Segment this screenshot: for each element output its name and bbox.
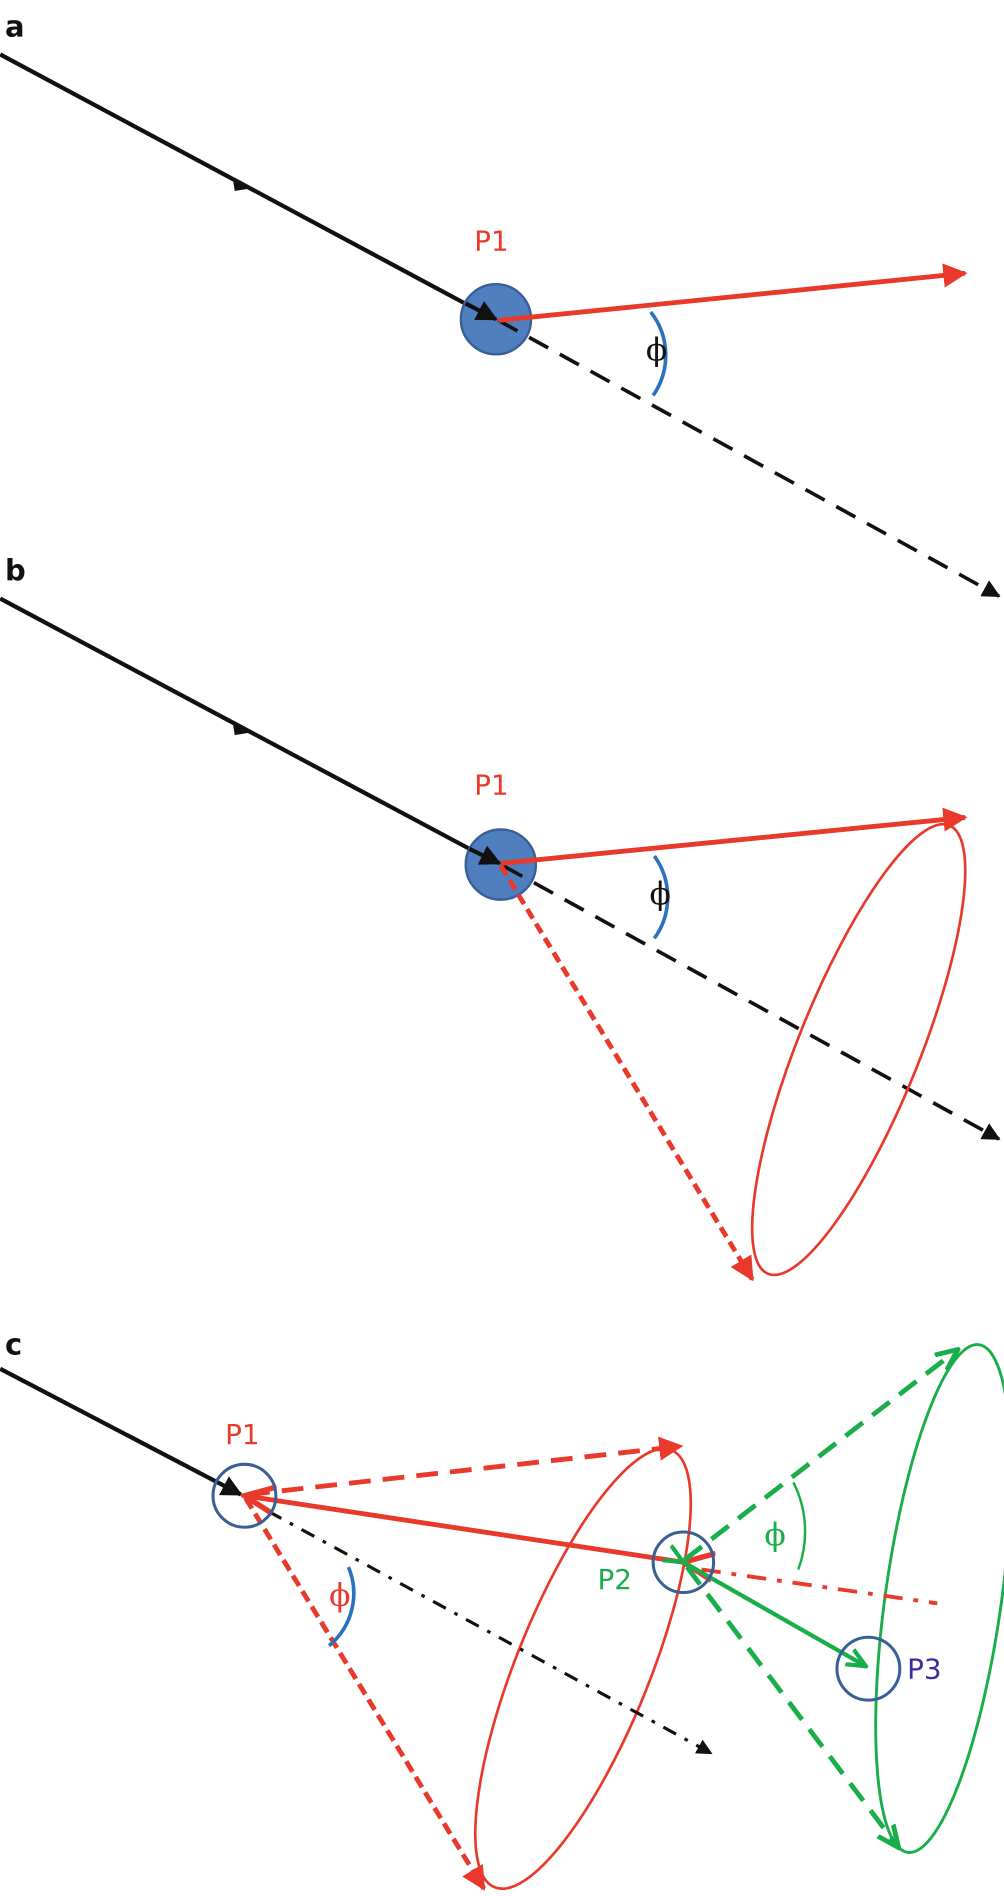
red-dash-dot-axis — [701, 1567, 938, 1606]
angle-arc — [649, 310, 668, 397]
panel-c: c P1 ϕ P2 ϕ P3 — [0, 1327, 1004, 1891]
interaction-point-p1 — [464, 828, 538, 901]
red-dashed-lower — [243, 1496, 486, 1891]
panel-b: b ϕ P1 — [0, 553, 1001, 1282]
mid-arrow-icon — [232, 176, 250, 192]
original-direction-dashed — [502, 864, 1001, 1141]
original-direction-dashed — [497, 318, 1001, 598]
black-dash-dot-axis — [267, 1510, 713, 1755]
green-solid-p2-p3 — [683, 1562, 866, 1666]
interaction-point-p1 — [211, 1462, 278, 1529]
phi-label-red: ϕ — [329, 1578, 350, 1614]
panel-label-b: b — [5, 553, 26, 587]
interaction-point-p3 — [835, 1635, 902, 1702]
point-label-p1: P1 — [474, 768, 508, 801]
red-cone-ellipse — [473, 1447, 693, 1891]
green-dashed-lower — [685, 1565, 899, 1848]
red-solid-p1-p2 — [244, 1496, 683, 1563]
green-angle-arc — [792, 1481, 807, 1570]
panel-a: a ϕ P1 — [0, 9, 1001, 598]
point-label-p2: P2 — [598, 1563, 632, 1596]
point-label-p1: P1 — [474, 224, 508, 257]
angle-arc — [652, 855, 670, 940]
scattered-ray-dashed — [498, 864, 755, 1282]
mid-arrow-icon — [232, 720, 250, 736]
phi-label-green: ϕ — [764, 1517, 785, 1553]
point-label-p3: P3 — [907, 1652, 941, 1685]
interaction-point-p2 — [651, 1530, 716, 1595]
green-cone-ellipse — [874, 1343, 1004, 1854]
point-label-p1: P1 — [225, 1418, 259, 1451]
red-dashed-upper — [247, 1436, 684, 1497]
incident-ray — [0, 1366, 243, 1497]
incident-ray-tip — [464, 301, 498, 322]
panel-label-a: a — [5, 9, 25, 43]
scattered-ray — [500, 807, 968, 866]
phi-label: ϕ — [646, 332, 667, 368]
green-dashed-upper — [683, 1349, 958, 1562]
scattered-ray — [498, 263, 968, 323]
panel-label-c: c — [5, 1327, 22, 1361]
red-angle-arc — [327, 1566, 356, 1648]
phi-label: ϕ — [650, 876, 671, 912]
scattering-cone-ellipse — [750, 822, 967, 1277]
incident-ray-tip — [468, 845, 502, 866]
